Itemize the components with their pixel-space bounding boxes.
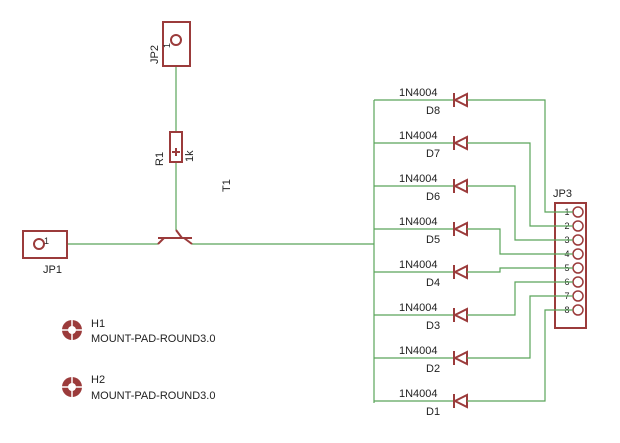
r1-body [169, 131, 183, 163]
r1-name: R1 [154, 152, 166, 166]
diode-triangle [452, 92, 468, 108]
diode-triangle [452, 178, 468, 194]
diode-wire-out [467, 228, 573, 255]
jp3-pin-6 [572, 276, 584, 288]
diode-wire-out [467, 267, 573, 273]
diode-name: D4 [426, 277, 440, 289]
jp3-pin-3 [572, 234, 584, 246]
resistor-r1: R1 1k [154, 131, 196, 166]
h2-package: MOUNT-PAD-ROUND3.0 [91, 390, 215, 402]
jp2-header: 1 JP2 [149, 21, 191, 67]
t1-base-lead [157, 237, 165, 245]
diode-wire-out [467, 185, 573, 241]
jp1-body [22, 230, 68, 259]
diode-name: D5 [426, 234, 440, 246]
jp3-pin-7 [572, 290, 584, 302]
diode-triangle [452, 307, 468, 323]
diode-value: 1N4004 [399, 302, 438, 314]
diode-value: 1N4004 [399, 173, 438, 185]
diode-name: D2 [426, 363, 440, 375]
jp3-pin-5 [572, 262, 584, 274]
jp3-label: JP3 [553, 188, 572, 200]
diode-triangle [452, 350, 468, 366]
diode-name: D1 [426, 406, 440, 418]
diode-value: 1N4004 [399, 388, 438, 400]
t1-name: T1 [221, 179, 233, 192]
jp1-header: 1 JP1 [22, 230, 68, 276]
diode-wire-out [467, 142, 573, 227]
diode-wire-out [467, 281, 573, 316]
diode-value: 1N4004 [399, 259, 438, 271]
diode-value: 1N4004 [399, 216, 438, 228]
jp3-pin-4 [572, 248, 584, 260]
jp1-pin-label: 1 [44, 236, 49, 246]
diode-triangle [452, 221, 468, 237]
jp3-pin-8 [572, 304, 584, 316]
diode-name: D3 [426, 320, 440, 332]
diode-name: D8 [426, 105, 440, 117]
mount-pad-h2: H2 MOUNT-PAD-ROUND3.0 [60, 374, 215, 402]
jp2-pin-label: 1 [162, 43, 172, 48]
r1-value: 1k [184, 150, 196, 162]
jp3-pin-1 [572, 206, 584, 218]
diode-name: D6 [426, 191, 440, 203]
diode-value: 1N4004 [399, 87, 438, 99]
diode-wire-out [467, 295, 573, 359]
t1-collector [175, 229, 183, 239]
diode-name: D7 [426, 148, 440, 160]
diode-wire-out [467, 309, 573, 402]
jp2-label: JP2 [149, 45, 161, 64]
jp2-pad [170, 34, 182, 46]
diode-wire-out [467, 99, 573, 213]
diode-array: 1N4004D81N4004D71N4004D61N4004D51N4004D4… [374, 87, 573, 418]
jp1-label: JP1 [43, 264, 62, 276]
h2-name: H2 [91, 374, 105, 386]
diode-value: 1N4004 [399, 130, 438, 142]
diode-triangle [452, 135, 468, 151]
diode-triangle [452, 264, 468, 280]
transistor-t1: T1 [157, 179, 233, 245]
diode-value: 1N4004 [399, 345, 438, 357]
h1-name: H1 [91, 318, 105, 330]
mount-pad-h1: H1 MOUNT-PAD-ROUND3.0 [60, 318, 215, 345]
jp3-pin-2 [572, 220, 584, 232]
diode-triangle [452, 393, 468, 409]
jp1-pad [33, 238, 45, 250]
h1-package: MOUNT-PAD-ROUND3.0 [91, 333, 215, 345]
jp2-body [162, 21, 191, 67]
wires [67, 66, 375, 403]
t1-emitter [183, 237, 193, 245]
jp3-body [554, 202, 587, 329]
